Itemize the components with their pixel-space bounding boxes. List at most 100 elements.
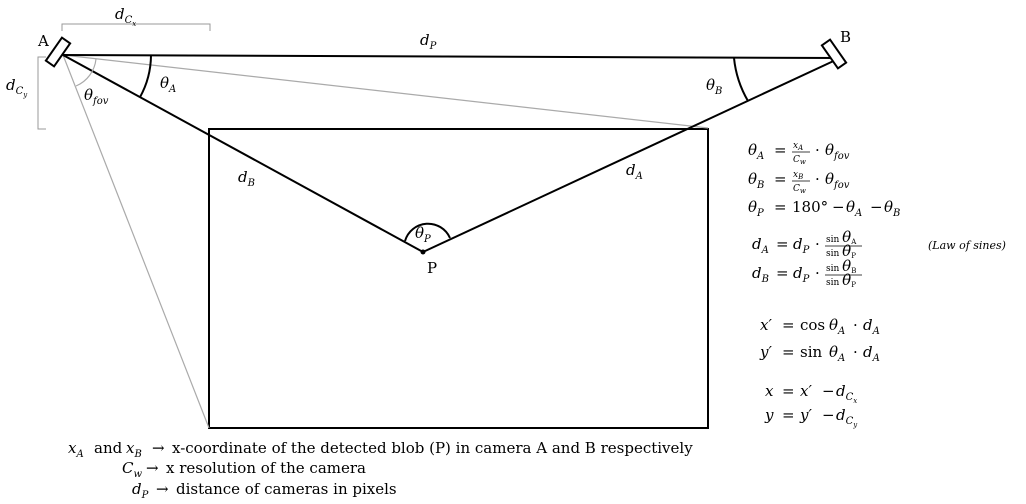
dcx-bracket — [61, 23, 211, 31]
svg-text:=: = — [774, 141, 787, 159]
svg-text:θA: θA — [846, 198, 862, 219]
svg-text:xB: xB — [126, 439, 142, 460]
svg-text:=: = — [782, 406, 795, 424]
svg-text:θA: θA — [748, 141, 764, 162]
line-da — [422, 57, 841, 253]
svg-text:=: = — [782, 343, 795, 361]
svg-text:cos: cos — [800, 316, 825, 334]
blob-point-p — [420, 249, 426, 255]
formula-d-a: dA = dP · sin θA sin θP — [752, 228, 862, 260]
svg-text:·: · — [853, 316, 858, 334]
label-theta-p: θP — [415, 224, 431, 245]
svg-text:θP: θP — [748, 198, 764, 219]
svg-text:x resolution of the camera: x resolution of the camera — [166, 459, 366, 477]
formula-y: y = y′ − dCy — [764, 406, 858, 429]
svg-text:x′: x′ — [800, 382, 812, 400]
formula-theta-p: θP = 180° − θA − θB — [748, 198, 900, 219]
line-db — [62, 54, 424, 253]
svg-text:dB: dB — [752, 264, 769, 285]
svg-text:dP: dP — [793, 264, 810, 285]
svg-text:Cw: Cw — [793, 155, 806, 166]
label-a: A — [37, 32, 49, 50]
label-theta-fov: θfov — [84, 86, 109, 107]
label-p: P — [427, 259, 437, 277]
svg-text:x′: x′ — [760, 316, 772, 334]
formula-theta-b: θB = xB Cw · θfov — [748, 170, 850, 195]
svg-text:→: → — [152, 439, 165, 457]
formula-theta-a: θA = xA Cw · θfov — [748, 141, 850, 166]
svg-text:sin: sin — [800, 343, 822, 361]
svg-text:dA: dA — [863, 343, 880, 364]
svg-text:θA: θA — [829, 316, 845, 337]
fov-edge-upper — [62, 54, 709, 129]
theta-a-arc — [139, 55, 152, 98]
svg-text:Cw: Cw — [793, 184, 806, 195]
svg-text:and: and — [94, 439, 123, 457]
svg-text:−: − — [822, 382, 835, 400]
svg-text:dA: dA — [752, 235, 769, 256]
svg-text:dCx: dCx — [836, 382, 857, 405]
svg-text:180°: 180° — [792, 198, 828, 216]
camera-b-icon — [820, 38, 848, 70]
camera-view-rectangle — [208, 128, 709, 429]
svg-text:dA: dA — [863, 316, 880, 337]
dcy-bracket — [37, 56, 46, 130]
svg-text:·: · — [815, 141, 820, 159]
svg-text:dCy: dCy — [836, 406, 858, 429]
svg-text:y: y — [764, 406, 774, 424]
theta-b-arc — [733, 57, 749, 102]
svg-text:x-coordinate of the detected b: x-coordinate of the detected blob (P) in… — [172, 439, 693, 457]
fov-edge-lower — [62, 54, 210, 429]
svg-text:→: → — [146, 459, 159, 477]
svg-text:xA: xA — [68, 439, 84, 460]
svg-text:−: − — [870, 198, 883, 216]
svg-text:Cw: Cw — [122, 459, 142, 480]
svg-text:=: = — [782, 382, 795, 400]
label-dp: dP — [420, 31, 437, 52]
theta-p-arc — [404, 222, 451, 242]
svg-text:sin θA: sin θA — [826, 228, 857, 246]
svg-text:θA: θA — [829, 343, 845, 364]
svg-text:·: · — [815, 170, 820, 188]
formula-x-prime: x′ = cos θA · dA — [760, 316, 880, 337]
formula-d-b: dB = dP · sin θB sin θP — [752, 257, 862, 289]
svg-text:=: = — [774, 198, 787, 216]
svg-text:−: − — [822, 406, 835, 424]
label-db: dB — [238, 168, 255, 189]
svg-text:θfov: θfov — [825, 170, 850, 191]
label-dcy: dCy — [6, 76, 28, 99]
svg-text:y′: y′ — [799, 406, 812, 424]
svg-text:θB: θB — [884, 198, 900, 219]
label-theta-b: θB — [706, 76, 722, 97]
svg-text:→: → — [156, 480, 169, 498]
theta-fov-arc — [75, 58, 97, 87]
legend-line-2: Cw → x resolution of the camera — [122, 459, 366, 480]
legend-line-3: dP → distance of cameras in pixels — [132, 480, 397, 501]
svg-text:=: = — [776, 235, 789, 253]
svg-text:θfov: θfov — [825, 141, 850, 162]
label-b: B — [840, 28, 851, 46]
svg-text:distance of cameras in pixels: distance of cameras in pixels — [176, 480, 397, 498]
label-theta-a: θA — [160, 74, 176, 95]
svg-text:xB: xB — [793, 170, 803, 181]
svg-text:·: · — [815, 264, 820, 282]
label-dcx: dCx — [115, 5, 136, 28]
svg-text:−: − — [832, 198, 845, 216]
svg-text:=: = — [774, 170, 787, 188]
svg-text:sin θB: sin θB — [826, 257, 856, 275]
svg-text:=: = — [782, 316, 795, 334]
svg-text:sin θP: sin θP — [826, 242, 856, 260]
svg-text:x: x — [765, 382, 774, 400]
svg-text:dP: dP — [132, 480, 149, 501]
formula-x: x = x′ − dCx — [765, 382, 857, 405]
svg-text:=: = — [776, 264, 789, 282]
formula-y-prime: y′ = sin θA · dA — [759, 343, 880, 364]
svg-text:y′: y′ — [759, 343, 772, 361]
svg-text:·: · — [815, 235, 820, 253]
svg-text:xA: xA — [793, 141, 803, 152]
svg-text:θB: θB — [748, 170, 764, 191]
legend-line-1: xA and xB → x-coordinate of the detected… — [68, 439, 693, 460]
svg-text:dP: dP — [793, 235, 810, 256]
label-da: dA — [626, 161, 643, 182]
